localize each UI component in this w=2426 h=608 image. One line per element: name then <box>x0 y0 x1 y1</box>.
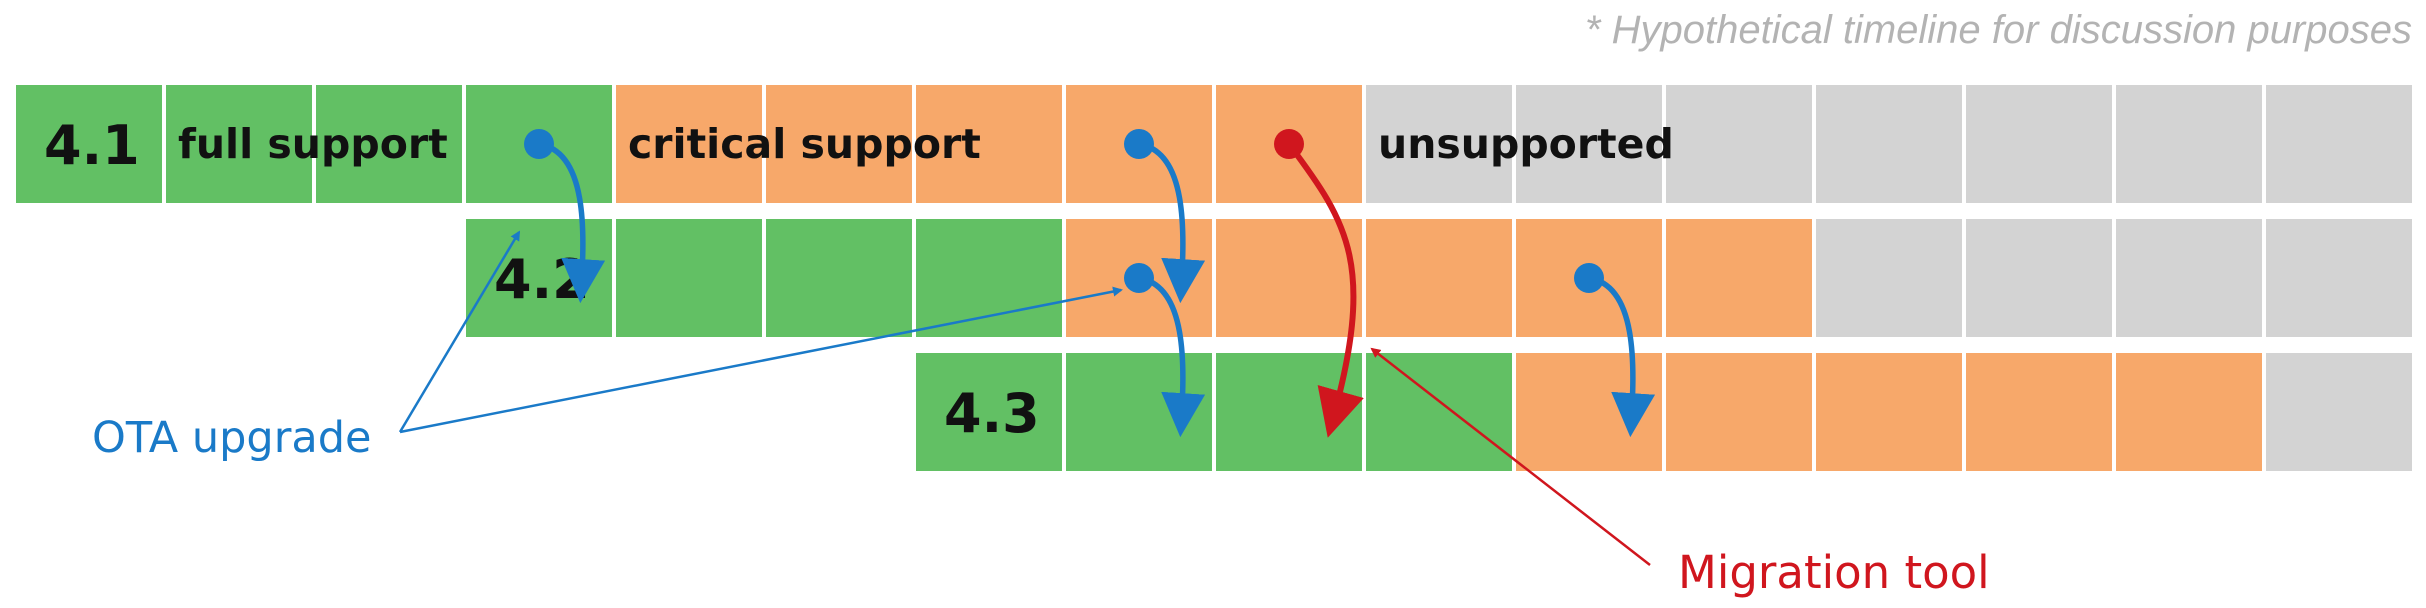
release-4-3-critical-support-cell <box>1816 353 1962 471</box>
ota-upgrade-arrow <box>1124 263 1206 438</box>
release-4-3-full-support-cell <box>1366 353 1512 471</box>
release-4-1-unsupported-cell <box>1966 85 2112 203</box>
release-4-1-critical-support-cell <box>616 85 762 203</box>
ota-upgrade-dot <box>1124 129 1154 159</box>
ota-upgrade-pointer <box>398 230 521 433</box>
ota-upgrade-arrow <box>524 129 606 304</box>
release-4-2-full-support-cell <box>916 219 1062 337</box>
release-4-1-unsupported-cell <box>1516 85 1662 203</box>
release-4-2-critical-support-cell <box>1216 219 1362 337</box>
release-4-2-unsupported-cell <box>2116 219 2262 337</box>
migration-tool-arrow <box>1274 129 1364 438</box>
release-4-2-full-support-cell <box>766 219 912 337</box>
version-label: 4.2 <box>494 248 590 311</box>
release-4-1-full-support-cell <box>16 85 162 203</box>
ota-upgrade-callout: OTA upgrade <box>92 230 1123 463</box>
release-4-1-critical-support-cell <box>916 85 1062 203</box>
timeline-cells <box>16 85 2412 471</box>
transition-arrows <box>524 129 1656 438</box>
ota-upgrade-label: OTA upgrade <box>92 413 371 463</box>
ota-upgrade-curve <box>1138 275 1206 438</box>
ota-upgrade-curve <box>538 141 606 304</box>
ota-upgrade-arrow <box>1574 263 1656 438</box>
ota-upgrade-dot <box>524 129 554 159</box>
ota-upgrade-pointer <box>399 286 1123 434</box>
version-label: 4.1 <box>44 114 140 177</box>
migration-tool-curve <box>1286 142 1364 438</box>
release-4-1-unsupported-cell <box>1366 85 1512 203</box>
ota-upgrade-dot <box>1574 263 1604 293</box>
release-4-1-full-support-cell <box>316 85 462 203</box>
release-4-3-unsupported-cell <box>2266 353 2412 471</box>
release-4-3-critical-support-cell <box>1516 353 1662 471</box>
release-4-1-unsupported-cell <box>2116 85 2262 203</box>
release-4-1-unsupported-cell <box>2266 85 2412 203</box>
timeline-labels: full support critical support unsupported 4… <box>44 114 1674 445</box>
migration-tool-pointer <box>1370 347 1651 566</box>
ota-upgrade-curve <box>1588 275 1656 438</box>
ota-upgrade-dot <box>1124 263 1154 293</box>
release-4-2-unsupported-cell <box>2266 219 2412 337</box>
release-4-1-full-support-cell <box>166 85 312 203</box>
release-4-3-critical-support-cell <box>2116 353 2262 471</box>
release-4-3-critical-support-cell <box>1966 353 2112 471</box>
release-4-2-unsupported-cell <box>1816 219 1962 337</box>
ota-upgrade-arrow <box>1124 129 1206 304</box>
release-4-1-unsupported-cell <box>1816 85 1962 203</box>
release-4-3-full-support-cell <box>1216 353 1362 471</box>
phase-label-critical-support: critical support <box>628 120 981 168</box>
release-4-2-full-support-cell <box>616 219 762 337</box>
migration-tool-callout: Migration tool <box>1370 347 1990 599</box>
version-label: 4.3 <box>944 382 1040 445</box>
release-4-2-critical-support-cell <box>1366 219 1512 337</box>
release-4-2-unsupported-cell <box>1966 219 2112 337</box>
disclaimer-note: * Hypothetical timeline for discussion p… <box>1584 8 2412 52</box>
phase-label-unsupported: unsupported <box>1378 120 1674 168</box>
phase-label-full-support: full support <box>178 120 448 168</box>
release-4-3-critical-support-cell <box>1666 353 1812 471</box>
migration-tool-dot <box>1274 129 1304 159</box>
release-4-2-critical-support-cell <box>1666 219 1812 337</box>
release-4-1-critical-support-cell <box>766 85 912 203</box>
release-4-3-full-support-cell <box>1066 353 1212 471</box>
release-4-3-full-support-cell <box>916 353 1062 471</box>
release-4-1-unsupported-cell <box>1666 85 1812 203</box>
ota-upgrade-curve <box>1138 141 1206 304</box>
migration-tool-label: Migration tool <box>1678 546 1990 599</box>
